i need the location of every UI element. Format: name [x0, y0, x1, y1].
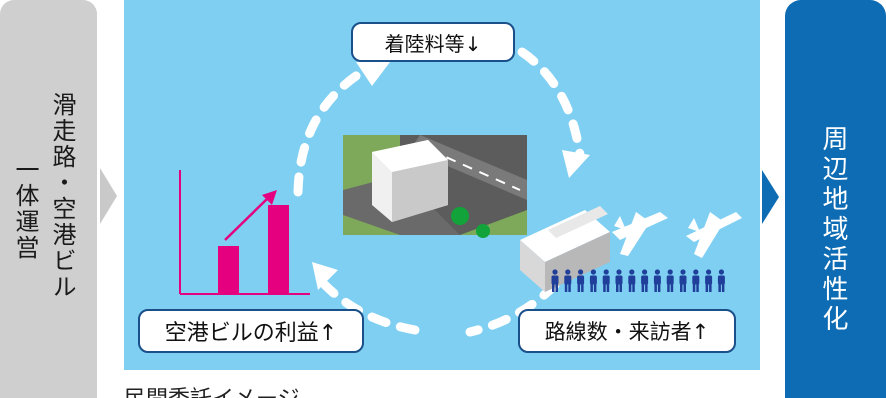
- terminal-building: [520, 206, 610, 292]
- person-icon: [641, 269, 649, 292]
- airplane-icon: [612, 212, 668, 256]
- caption: 民間委託イメージ: [124, 381, 300, 398]
- left-title: 滑走路・空港ビル: [48, 92, 76, 300]
- cycle-dashed-arrows: [293, 47, 585, 337]
- arrow-head-right-icon: [562, 150, 590, 178]
- left-subtitle: 一体運営: [11, 157, 39, 261]
- person-icon: [666, 269, 674, 292]
- left-arrow-icon: [100, 168, 117, 224]
- landing-fee-label: 着陸料等↓: [351, 22, 515, 62]
- chart-bar-2: [268, 205, 289, 294]
- chart-bar-1: [218, 246, 239, 294]
- routes-visitors-label: 路線数・来訪者↑: [518, 309, 736, 353]
- person-icon: [692, 269, 700, 292]
- airport-photo: [343, 135, 527, 238]
- right-arrow-icon: [762, 170, 779, 224]
- chart-trend-arrow-icon: [262, 190, 277, 205]
- airport-building-profit-label: 空港ビルの利益↑: [138, 309, 364, 353]
- airplane-icon: [686, 212, 742, 258]
- visitors-people-icons: [551, 269, 725, 292]
- person-icon: [615, 269, 623, 292]
- person-icon: [705, 269, 713, 292]
- person-icon: [602, 269, 610, 292]
- person-icon: [551, 269, 559, 292]
- person-icon: [653, 269, 661, 292]
- person-icon: [717, 269, 725, 292]
- arrow-head-top-icon: [356, 62, 390, 86]
- person-icon: [679, 269, 687, 292]
- profit-bar-chart: [179, 170, 310, 295]
- right-title: 周辺地域活性化: [818, 125, 848, 335]
- person-icon: [589, 269, 597, 292]
- cycle-arrowheads: [312, 62, 590, 290]
- left-panel: [0, 0, 97, 398]
- person-icon: [577, 269, 585, 292]
- airplane-icons: [612, 212, 742, 258]
- person-icon: [564, 269, 572, 292]
- right-panel: [785, 0, 886, 398]
- person-icon: [628, 269, 636, 292]
- arrow-head-left-icon: [312, 262, 338, 290]
